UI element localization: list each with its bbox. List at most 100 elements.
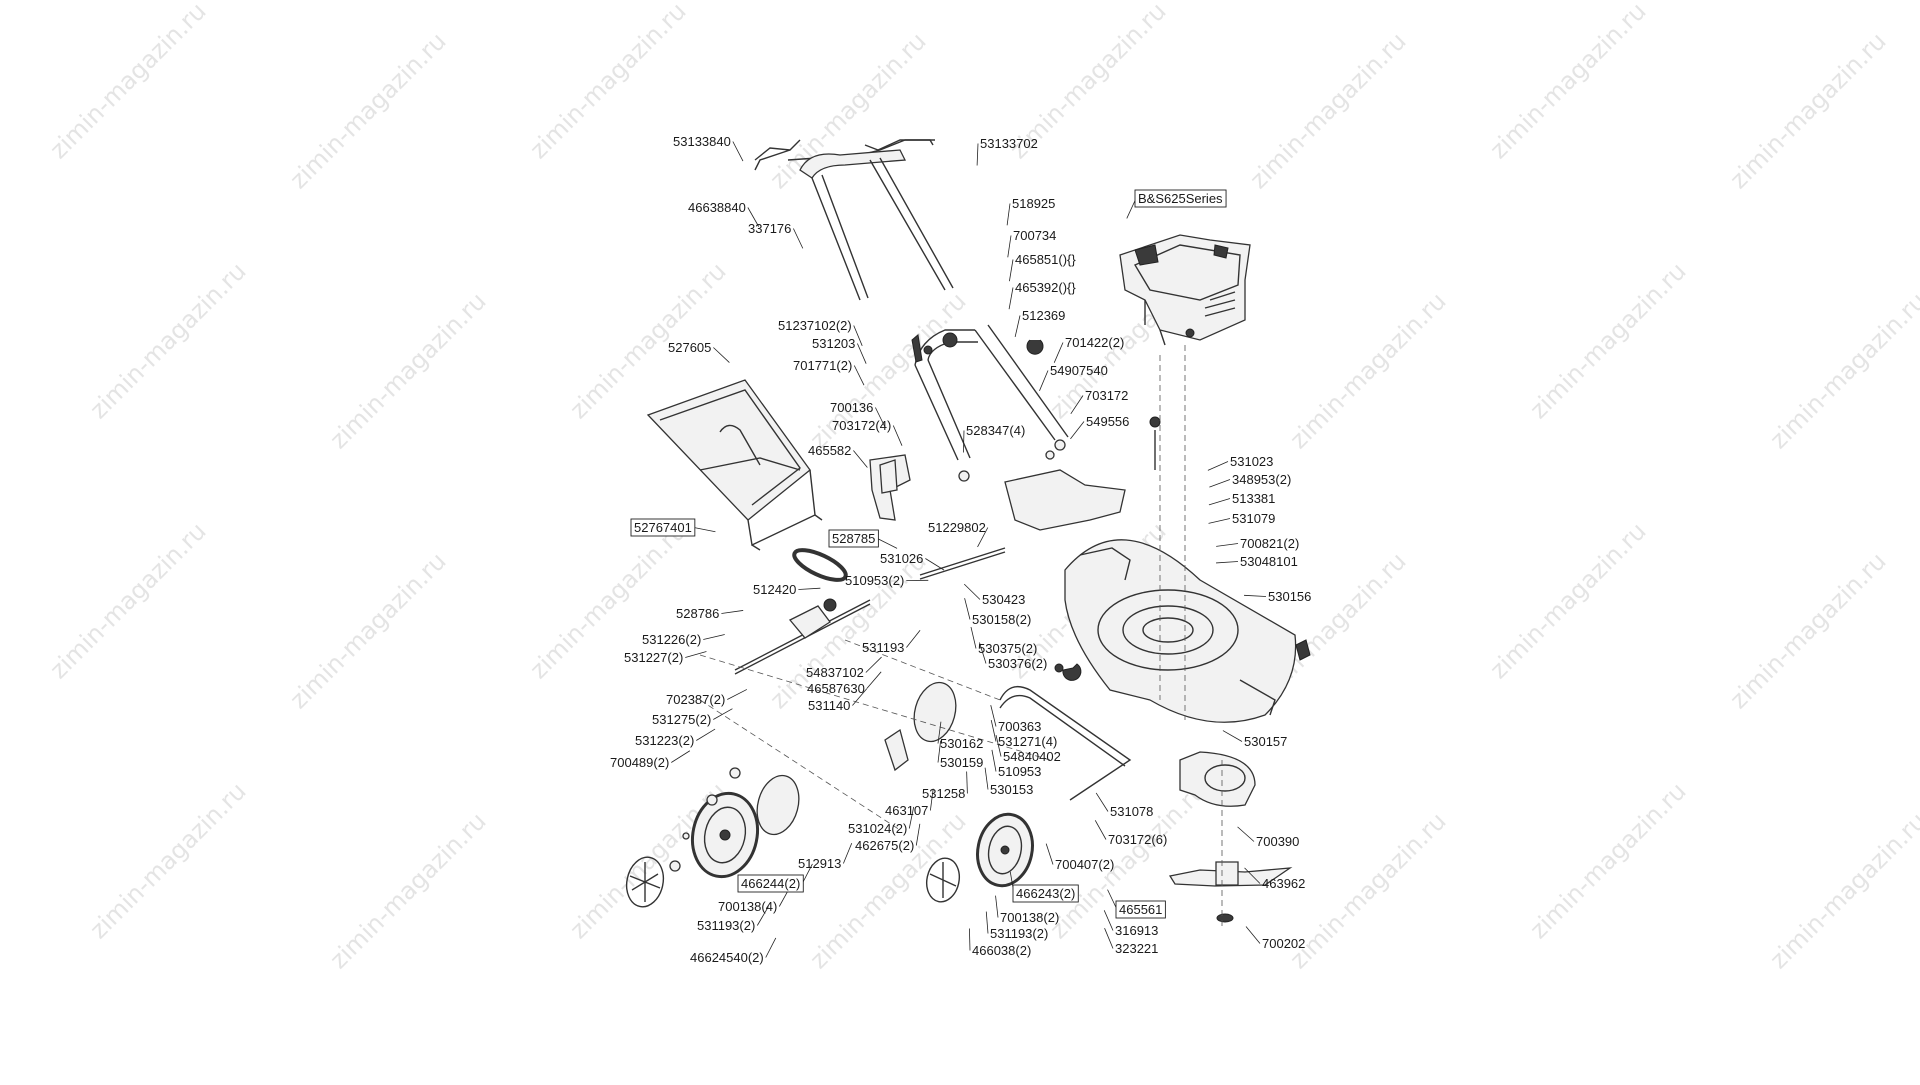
- leader-line: [986, 912, 988, 934]
- leader-line: [969, 929, 970, 951]
- part-label: 700138(2): [1000, 910, 1059, 925]
- part-label: 530162: [940, 736, 983, 751]
- watermark-text: zimin-magazin.ru: [1484, 517, 1651, 684]
- part-label: 531275(2): [652, 712, 711, 727]
- leader-line: [1209, 499, 1230, 505]
- leader-line: [985, 768, 988, 790]
- part-label: 531193(2): [990, 926, 1048, 941]
- part-label: 530157: [1244, 734, 1287, 749]
- leader-line: [721, 610, 743, 613]
- leader-line: [843, 843, 851, 863]
- cover-plate-part: [1005, 470, 1125, 530]
- leader-line: [1238, 827, 1254, 842]
- leader-line: [671, 751, 690, 763]
- part-label: 703172(4): [832, 418, 891, 433]
- parts-drawing: [622, 140, 1310, 930]
- leader-line: [965, 598, 970, 619]
- leader-line: [867, 672, 881, 689]
- leader-line: [685, 652, 706, 658]
- part-label: 348953(2): [1232, 472, 1291, 487]
- part-label: 531193(2): [697, 918, 755, 933]
- part-label: 530375(2): [978, 641, 1037, 656]
- watermark-text: zimin-magazin.ru: [324, 287, 491, 454]
- part-label: 54837102: [806, 665, 864, 680]
- leader-line: [1095, 820, 1106, 839]
- watermark-text: zimin-magazin.ru: [1764, 807, 1920, 974]
- part-label: 531140: [808, 698, 850, 713]
- leader-line: [1209, 519, 1230, 524]
- part-label: 512913: [798, 856, 841, 871]
- watermark-text: zimin-magazin.ru: [84, 257, 251, 424]
- watermark-text: zimin-magazin.ru: [1524, 257, 1691, 424]
- leader-line: [766, 938, 776, 958]
- leader-line: [963, 431, 964, 453]
- leader-line: [992, 750, 996, 772]
- watermark-text: zimin-magazin.ru: [284, 27, 451, 194]
- part-label: 701771(2): [793, 358, 852, 373]
- part-label: 700202: [1262, 936, 1305, 951]
- part-label: 518925: [1012, 196, 1055, 211]
- part-label: 54907540: [1050, 363, 1108, 378]
- part-label: 549556: [1086, 414, 1129, 429]
- part-label: 462675(2): [855, 838, 914, 853]
- watermark-text: zimin-magazin.ru: [44, 517, 211, 684]
- leader-line: [1246, 927, 1260, 944]
- leader-line: [1096, 793, 1108, 812]
- part-label: 465392(){}: [1015, 280, 1076, 295]
- part-label: 702387(2): [666, 692, 725, 707]
- watermark-text: zimin-magazin.ru: [1284, 807, 1451, 974]
- leader-line: [857, 344, 866, 364]
- part-label: 528347(4): [966, 423, 1025, 438]
- watermark-text: zimin-magazin.ru: [764, 27, 931, 194]
- leader-line: [733, 142, 743, 162]
- watermark-text: zimin-magazin.ru: [1244, 27, 1411, 194]
- part-label: 465561: [1119, 902, 1162, 917]
- leader-line: [1046, 844, 1053, 865]
- leader-line: [694, 528, 716, 532]
- part-label: 53133702: [980, 136, 1038, 151]
- leader-line: [967, 772, 968, 794]
- part-label: 510953: [998, 764, 1041, 779]
- leader-line: [1209, 480, 1230, 488]
- part-label: 531078: [1110, 804, 1153, 819]
- leader-line: [1009, 288, 1013, 310]
- leader-line: [977, 144, 978, 166]
- blade-adapter-part: [1216, 862, 1238, 885]
- leader-line: [1009, 260, 1013, 282]
- leader-line: [798, 588, 820, 589]
- leader-line: [1070, 422, 1084, 439]
- leader-line: [1054, 343, 1063, 363]
- leader-line: [1105, 928, 1113, 948]
- part-label: 531227(2): [624, 650, 683, 665]
- watermark-text: zimin-magazin.ru: [524, 0, 691, 164]
- part-label: 51237102(2): [778, 318, 852, 333]
- watermark-text: zimin-magazin.ru: [324, 807, 491, 974]
- leader-line: [696, 729, 715, 740]
- leader-line: [1015, 316, 1020, 337]
- part-label: 337176: [748, 221, 791, 236]
- watermark-text: zimin-magazin.ru: [1524, 777, 1691, 944]
- part-label: 701422(2): [1065, 335, 1124, 350]
- part-label: 531079: [1232, 511, 1275, 526]
- part-label: 46587630: [807, 681, 865, 696]
- part-label: 531026: [880, 551, 923, 566]
- part-label: 463962: [1262, 876, 1305, 891]
- part-label: 46638840: [688, 200, 746, 215]
- part-label: 46624540(2): [690, 950, 764, 965]
- part-label: 52767401: [634, 520, 692, 535]
- leader-line: [893, 426, 902, 446]
- leader-line: [1208, 462, 1228, 471]
- part-label: 531203: [812, 336, 855, 351]
- part-label: 530156: [1268, 589, 1311, 604]
- leader-line: [1244, 595, 1266, 596]
- washer-part: [1217, 914, 1233, 922]
- leader-line: [1008, 236, 1011, 258]
- part-label: 466243(2): [1016, 886, 1075, 901]
- leader-line: [1216, 544, 1238, 547]
- part-label: 463107: [885, 803, 928, 818]
- part-label: 531024(2): [848, 821, 907, 836]
- leader-line: [793, 229, 802, 249]
- watermark-text: zimin-magazin.ru: [44, 0, 211, 164]
- part-label: 528785: [832, 531, 875, 546]
